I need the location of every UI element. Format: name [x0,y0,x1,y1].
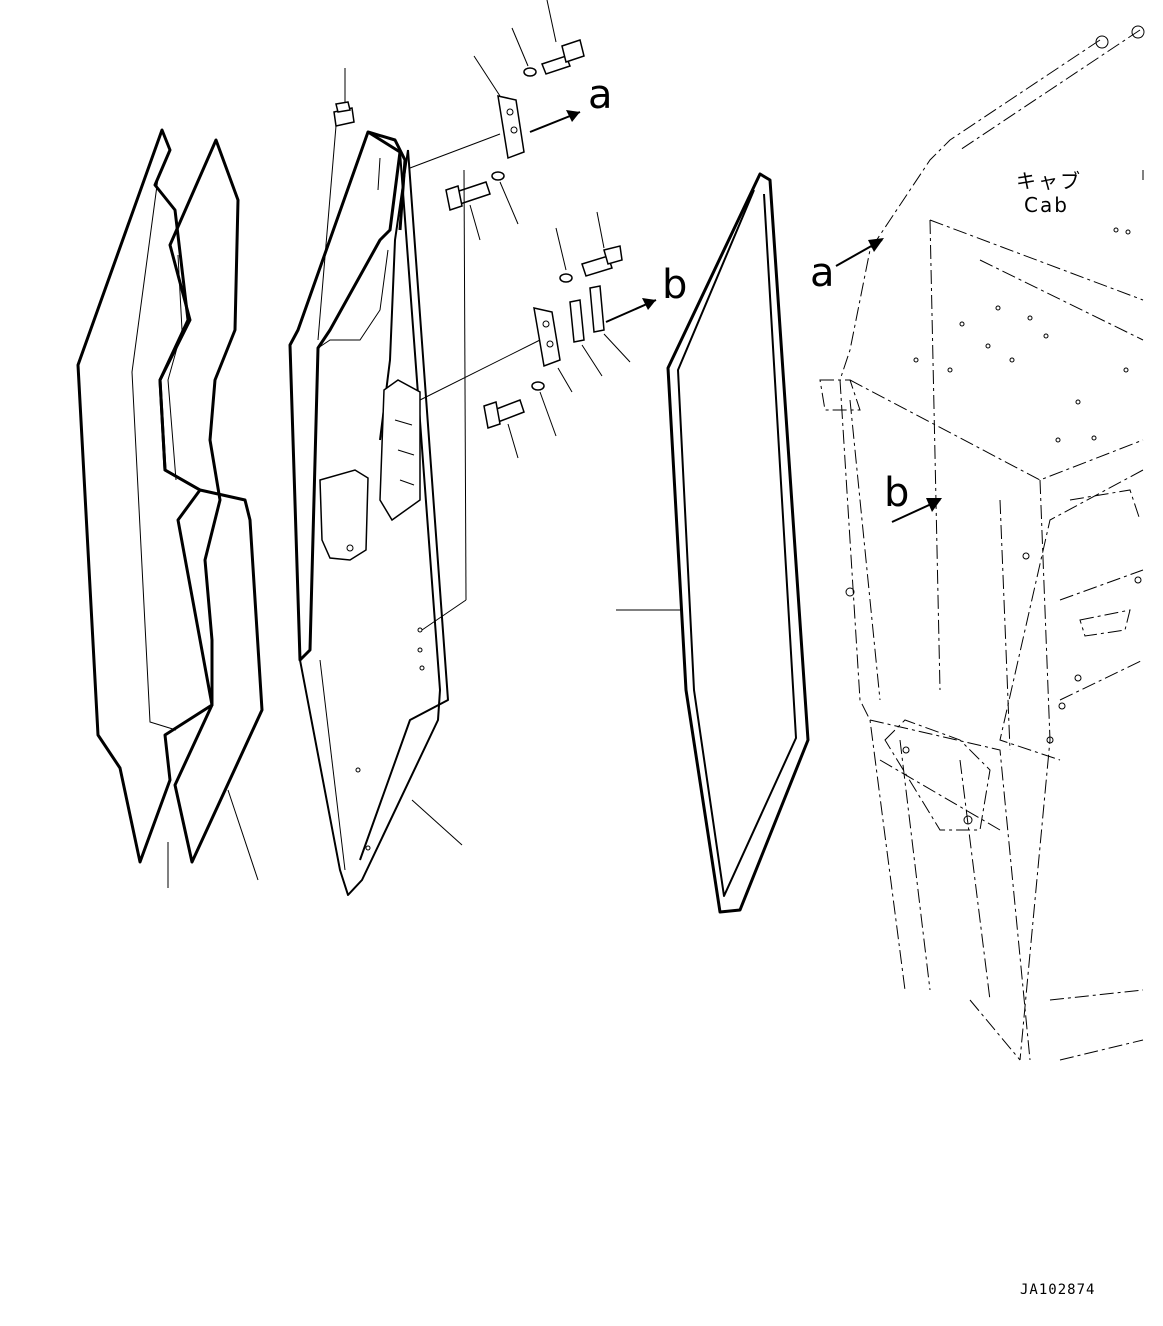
callout-b-cab: b [884,470,909,516]
arrow-a-cab-head [868,238,884,252]
cab-structure [819,25,1145,1061]
glass-sheet-outer [76,128,214,864]
guide-line-lower [419,339,541,401]
guide-line-vertical [463,169,467,601]
weatherstrip-seal [666,172,810,914]
drawing-code: JA102874 [1020,1282,1095,1298]
window-frame [288,130,449,896]
cab-label-japanese: キャブ [1016,169,1082,193]
guide-line-upper [409,133,501,169]
hinge-upper-assembly [445,0,585,241]
guide-line-diagonal [421,599,467,631]
glass-sheet-inner [158,138,264,864]
hinge-lower-assembly [483,211,657,459]
cab-label-english: Cab [1024,193,1069,217]
arrow-b-cab-head [926,498,942,512]
callout-a-cab: a [810,250,835,296]
leader-line-sheet-inner [227,789,259,881]
callout-b-upper: b [662,262,687,308]
rubber-stopper-part [317,68,355,341]
callout-a-upper: a [588,72,613,118]
leader-line-frame [411,799,463,846]
